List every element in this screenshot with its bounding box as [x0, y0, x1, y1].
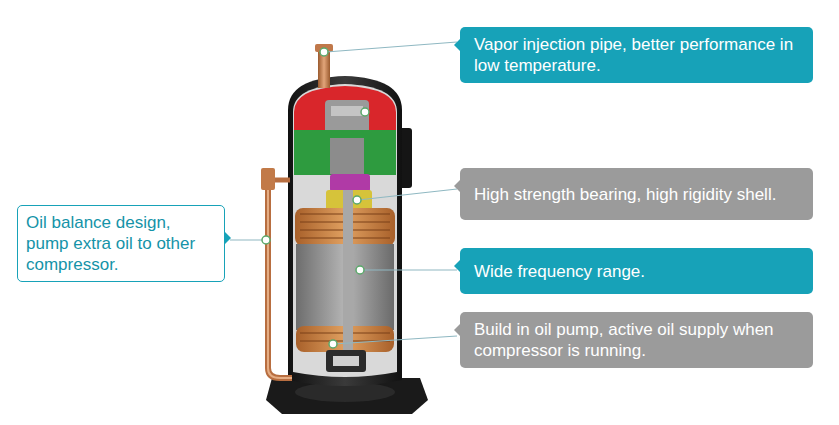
leader-line [326, 42, 457, 52]
callout-box: High strength bearing, high rigidity she… [460, 168, 813, 220]
callout-box: Build in oil pump, active oil supply whe… [460, 312, 813, 368]
oil-pipe [268, 178, 292, 378]
crank [330, 174, 370, 192]
frame [294, 130, 396, 175]
callout-box: Vapor injection pipe, better performance… [460, 27, 813, 83]
pipe-fitting [261, 168, 275, 190]
scroll-top [331, 106, 363, 116]
callout-text: Vapor injection pipe, better performance… [474, 34, 801, 76]
shaft [343, 190, 353, 360]
leader-line [334, 336, 457, 344]
leader-dot [320, 48, 328, 56]
callout-box: Oil balance design, pump extra oil to ot… [17, 205, 225, 282]
cutaway [293, 84, 397, 377]
oil-pump [326, 350, 366, 372]
leader-dot [262, 236, 270, 244]
leader-lines [230, 42, 457, 344]
leader-dot [356, 266, 364, 274]
leader-line [230, 239, 265, 240]
leader-dot [329, 340, 337, 348]
frame-core [330, 138, 364, 174]
callout-text: Oil balance design, pump extra oil to ot… [26, 212, 216, 275]
leader-line [360, 269, 457, 270]
callout-text: Wide frequency range. [474, 261, 801, 282]
pipe-joint [275, 178, 290, 183]
callout-text: High strength bearing, high rigidity she… [474, 184, 801, 205]
leader-line [358, 189, 457, 200]
leader-dot [353, 196, 361, 204]
oil-pump-core [333, 356, 359, 366]
compressor-shell [288, 76, 402, 386]
vapor-pipe [318, 48, 330, 88]
callout-box: Wide frequency range. [460, 248, 813, 294]
leader-dot [361, 108, 369, 116]
leader-dots [262, 48, 369, 348]
callout-text: Build in oil pump, active oil supply whe… [474, 319, 801, 361]
oil-pipe-shine [268, 178, 292, 378]
